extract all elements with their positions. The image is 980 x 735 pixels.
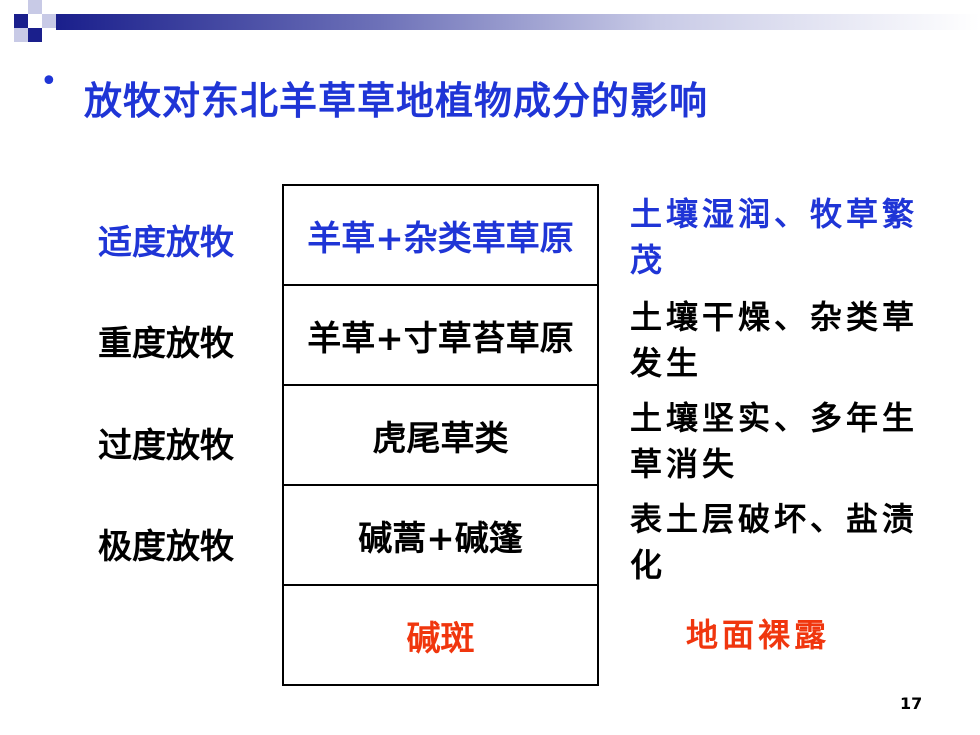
community-cell: 羊草+寸草苔草原 [282, 284, 599, 386]
grazing-level-label: 适度放牧 [98, 223, 234, 263]
header-square [14, 28, 28, 42]
table-row: 碱蒿+碱篷 [282, 484, 599, 586]
header-square [42, 14, 56, 28]
title-bullet: • [40, 64, 58, 99]
header-gradient-bar [56, 14, 980, 30]
effect-note: 地面裸露 [686, 616, 831, 654]
community-cell: 碱蒿+碱篷 [282, 484, 599, 586]
community-table: 羊草+杂类草草原 羊草+寸草苔草原 虎尾草类 碱蒿+碱篷 碱斑 [282, 184, 599, 686]
community-cell: 虎尾草类 [282, 384, 599, 486]
grazing-level-label: 重度放牧 [98, 324, 234, 364]
table-row: 碱斑 [282, 584, 599, 686]
effect-note: 土壤干燥、杂类草发生 [630, 298, 919, 382]
table-row: 羊草+杂类草草原 [282, 184, 599, 286]
header-square [14, 14, 28, 28]
community-cell: 碱斑 [282, 584, 599, 686]
table-row: 羊草+寸草苔草原 [282, 284, 599, 386]
grazing-level-label: 过度放牧 [98, 426, 234, 466]
header-square [28, 28, 42, 42]
header-square [28, 0, 42, 14]
grazing-level-label: 极度放牧 [98, 527, 234, 567]
community-cell: 羊草+杂类草草原 [282, 184, 599, 286]
effect-note: 土壤坚实、多年生草消失 [630, 399, 919, 483]
effect-note: 土壤湿润、牧草繁茂 [630, 195, 919, 279]
table-row: 虎尾草类 [282, 384, 599, 486]
page-number: 17 [900, 694, 923, 713]
effect-note: 表土层破坏、盐渍化 [630, 500, 919, 584]
slide-title: 放牧对东北羊草草地植物成分的影响 [84, 79, 709, 123]
header-square [0, 0, 14, 14]
